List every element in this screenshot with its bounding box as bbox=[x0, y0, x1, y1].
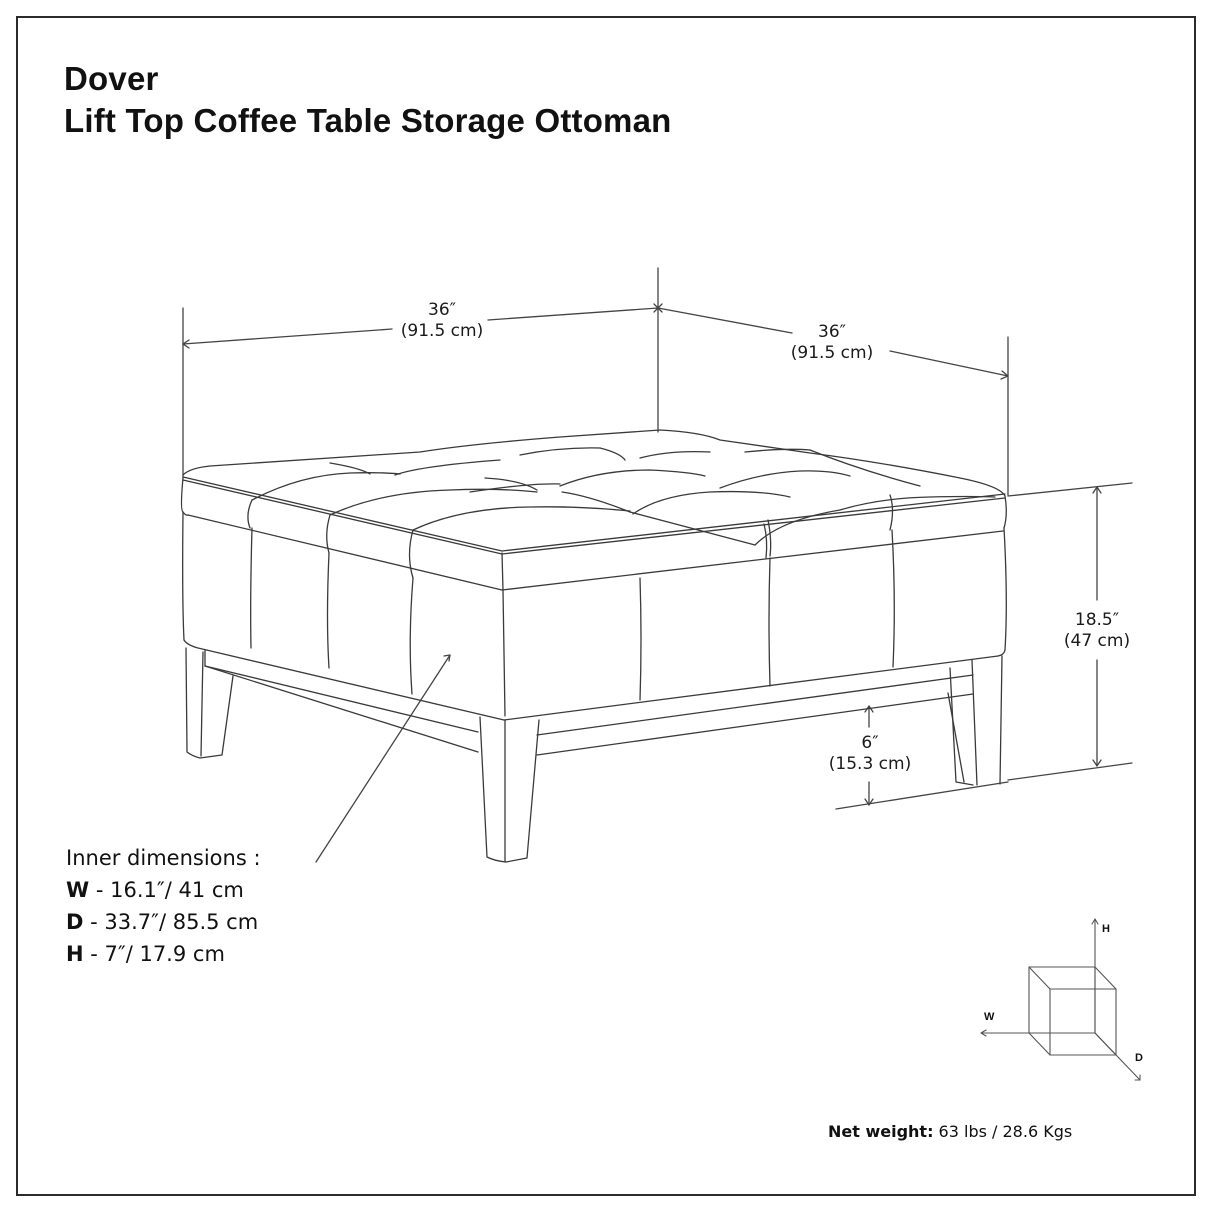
leg-clearance-label: 6″ (15.3 cm) bbox=[820, 733, 920, 775]
inner-height-key: H bbox=[66, 942, 84, 966]
inner-dimension-height: H - 7″/ 17.9 cm bbox=[66, 938, 261, 970]
inner-dimension-width: W - 16.1″/ 41 cm bbox=[66, 874, 261, 906]
depth-dimension-label: 36″ (91.5 cm) bbox=[782, 322, 882, 364]
ottoman-base-box bbox=[182, 511, 1007, 721]
page-title: Dover Lift Top Coffee Table Storage Otto… bbox=[64, 58, 672, 142]
inner-dimensions-heading: Inner dimensions : bbox=[66, 846, 261, 870]
ottoman-legs bbox=[185, 647, 1003, 863]
inner-width-key: W bbox=[66, 878, 90, 902]
net-weight: Net weight: 63 lbs / 28.6 Kgs bbox=[828, 1122, 1072, 1141]
width-dimension-label: 36″ (91.5 cm) bbox=[392, 300, 492, 342]
leg-clearance-metric: (15.3 cm) bbox=[828, 754, 912, 774]
height-imperial: 18.5″ bbox=[1074, 610, 1120, 630]
depth-dimension-line bbox=[657, 307, 1009, 496]
net-weight-value: 63 lbs / 28.6 Kgs bbox=[933, 1122, 1073, 1141]
width-imperial: 36″ bbox=[428, 300, 456, 320]
height-dimension-label: 18.5″ (47 cm) bbox=[1052, 610, 1142, 652]
inner-height-value: - 7″/ 17.9 cm bbox=[83, 942, 225, 966]
depth-metric: (91.5 cm) bbox=[790, 343, 874, 363]
leg-clearance-imperial: 6″ bbox=[861, 733, 879, 753]
leg-clearance-dimension-line bbox=[835, 705, 1009, 810]
axis-legend-cube bbox=[980, 918, 1141, 1081]
brand-name: Dover bbox=[64, 60, 159, 97]
inner-depth-key: D bbox=[66, 910, 84, 934]
height-dimension-line bbox=[1007, 482, 1133, 781]
inner-dimension-depth: D - 33.7″/ 85.5 cm bbox=[66, 906, 261, 938]
net-weight-label: Net weight: bbox=[828, 1122, 934, 1141]
width-metric: (91.5 cm) bbox=[400, 321, 484, 341]
page-frame bbox=[16, 16, 1196, 1196]
ottoman-top-cushion bbox=[180, 429, 1007, 591]
inner-depth-value: - 33.7″/ 85.5 cm bbox=[83, 910, 259, 934]
axis-label-w: W bbox=[984, 1011, 995, 1023]
height-metric: (47 cm) bbox=[1063, 631, 1131, 651]
ottoman-frame-rail bbox=[204, 649, 974, 756]
inner-width-value: - 16.1″/ 41 cm bbox=[89, 878, 244, 902]
axis-label-d: D bbox=[1135, 1052, 1143, 1064]
inner-dimensions: Inner dimensions : W - 16.1″/ 41 cm D - … bbox=[66, 842, 261, 970]
product-name: Lift Top Coffee Table Storage Ottoman bbox=[64, 102, 672, 139]
inner-dimension-pointer bbox=[315, 654, 451, 863]
axis-label-h: H bbox=[1102, 923, 1110, 935]
depth-imperial: 36″ bbox=[818, 322, 846, 342]
